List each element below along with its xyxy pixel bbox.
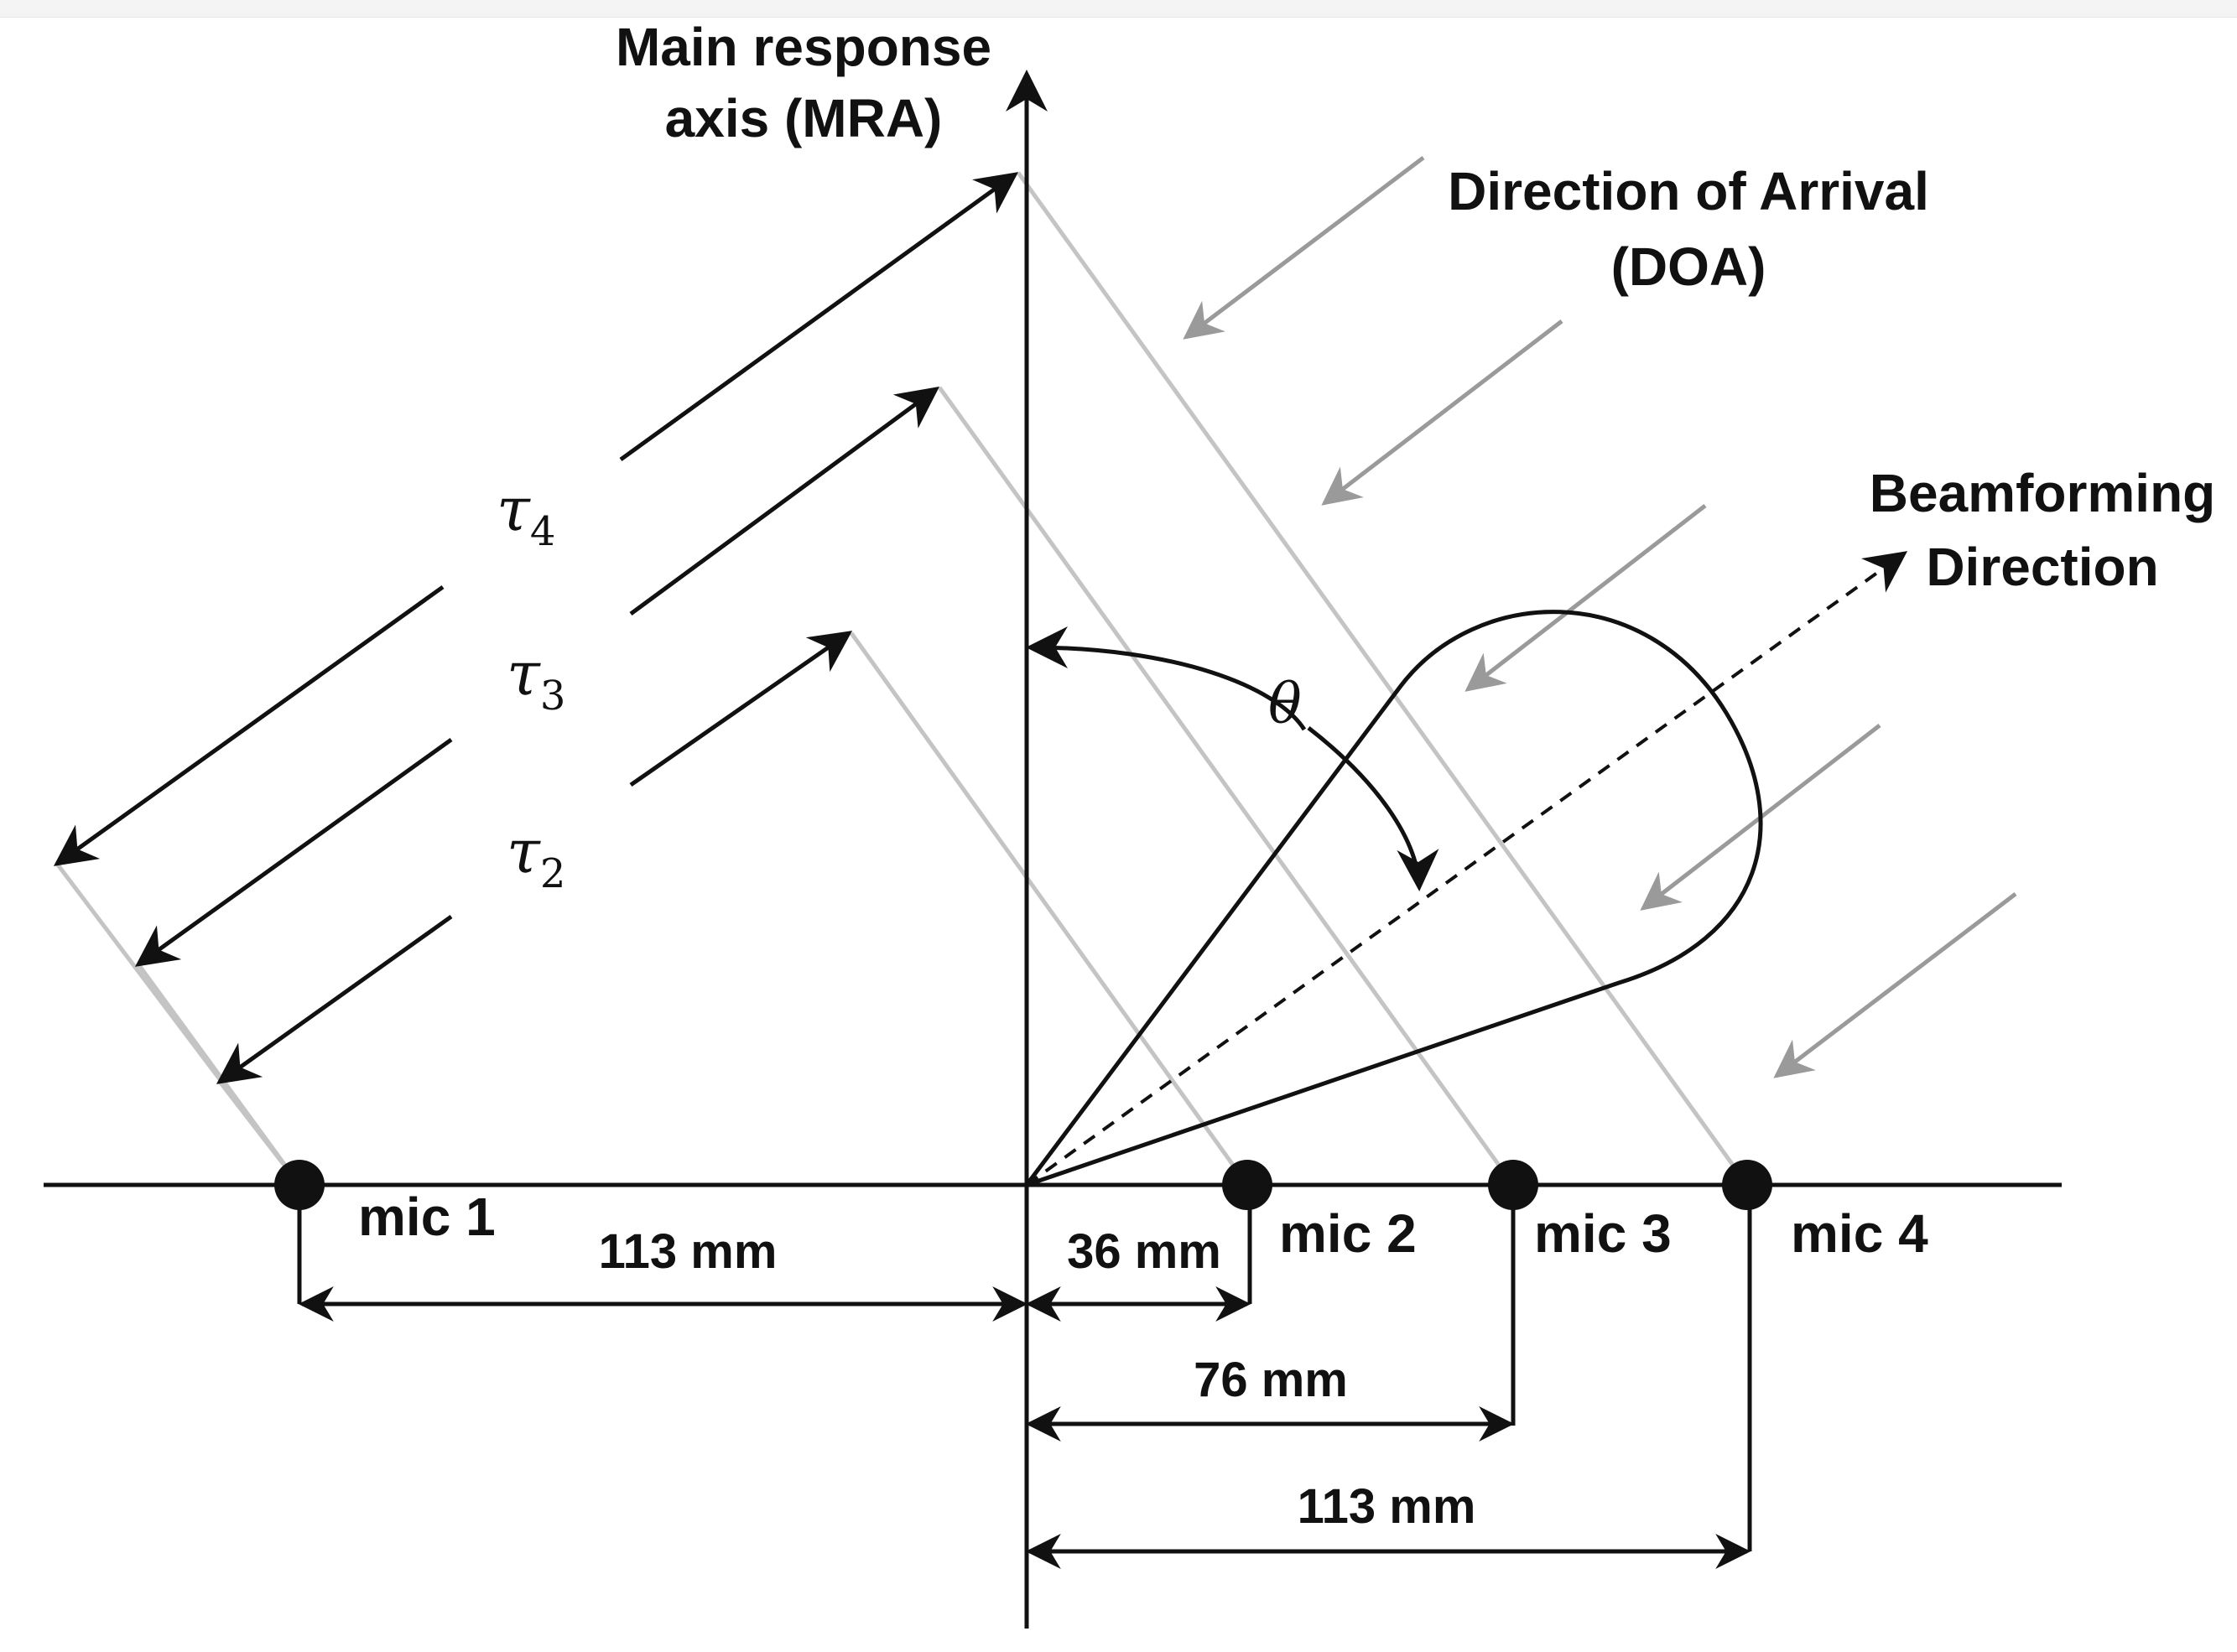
projection-lines <box>55 171 1750 1187</box>
doa-arrow <box>1321 319 1563 506</box>
beamforming-label-line1: Beamforming <box>1870 463 2216 523</box>
doa-label-line2: (DOA) <box>1611 236 1766 297</box>
mic2-dot <box>1222 1160 1272 1210</box>
tau2-arrow-lower <box>216 914 453 1084</box>
microphones <box>274 1160 1772 1210</box>
projection-line-mic4 <box>1016 171 1750 1187</box>
doa-label-line1: Direction of Arrival <box>1448 161 1929 221</box>
beamforming-direction-arrow <box>1025 551 1908 1187</box>
top-bar <box>0 0 2237 18</box>
tau4-label: τ4 <box>497 474 555 555</box>
tau2-arrow-upper <box>629 631 853 787</box>
theta-arc <box>1307 726 1439 891</box>
tau3-arrow-lower <box>134 737 453 967</box>
theta-label: θ <box>1268 672 1302 736</box>
dimension-arrows <box>298 1286 1751 1569</box>
beam-pattern <box>1024 610 1763 1187</box>
doa-arrow <box>1183 156 1425 340</box>
mic2-label: mic 2 <box>1279 1203 1417 1264</box>
mic1-label: mic 1 <box>358 1187 496 1247</box>
dimension-extension-lines <box>297 1185 1752 1551</box>
mic4-label: mic 4 <box>1791 1203 1928 1264</box>
dim-label-mic4: 113 mm <box>1298 1479 1476 1534</box>
delay-arrows <box>53 172 1019 1084</box>
tau3-label: τ3 <box>507 638 565 720</box>
mra-label-line2: axis (MRA) <box>665 88 943 148</box>
tau3-arrow-upper <box>629 387 940 616</box>
theta-arc <box>1026 626 1307 731</box>
mic3-label: mic 3 <box>1534 1203 1672 1264</box>
mic3-dot <box>1488 1160 1538 1210</box>
tau4-arrow-upper <box>619 172 1019 462</box>
projection-line-mic2 <box>849 631 1250 1187</box>
dim-label-mic1: 113 mm <box>599 1224 778 1279</box>
beamforming-label-line2: Direction <box>1926 537 2158 597</box>
tau4-arrow-lower <box>53 584 445 866</box>
dim-label-mic3: 76 mm <box>1194 1353 1348 1407</box>
dim-label-mic2: 36 mm <box>1067 1224 1221 1279</box>
tau2-label: τ2 <box>507 816 565 897</box>
doa-arrow <box>1773 892 2017 1078</box>
mic4-dot <box>1722 1160 1772 1210</box>
mra-label-line1: Main response <box>616 17 991 77</box>
doa-arrow <box>1464 504 1707 692</box>
